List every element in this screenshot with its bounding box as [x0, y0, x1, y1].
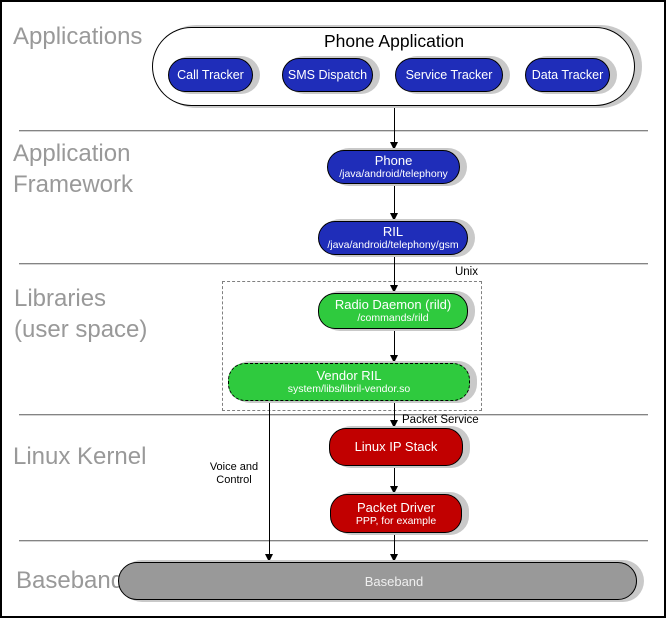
section-divider [19, 263, 648, 265]
node-linux-ip-stack: Linux IP Stack [329, 428, 463, 466]
arrowhead-down-icon [390, 420, 398, 428]
connector-line [394, 184, 395, 214]
node-phone-application-title: Phone Application [323, 31, 465, 51]
section-divider [19, 414, 648, 416]
section-divider [19, 540, 648, 542]
node-sublabel: system/libs/libril-vendor.so [287, 383, 411, 395]
node-phone: Phone /java/android/telephony [327, 150, 460, 184]
node-packet-driver: Packet Driver PPP, for example [330, 494, 462, 533]
node-data-tracker: Data Tracker [525, 58, 610, 92]
connector-line-packet-service [394, 401, 395, 421]
node-radio-daemon-rild: Radio Daemon (rild) /commands/rild [318, 293, 468, 329]
section-divider [19, 130, 648, 132]
section-label-applications: Applications [13, 23, 143, 50]
section-label-line: Framework [13, 171, 134, 198]
section-label-line: Libraries [14, 285, 107, 312]
arrowhead-down-icon [265, 554, 273, 562]
section-label-line: (user space) [14, 316, 148, 343]
section-label-application-framework: Application Framework [13, 138, 133, 200]
node-sublabel: /commands/rild [357, 312, 429, 324]
section-label-line: Application [13, 140, 131, 167]
edge-label-packet-service: Packet Service [402, 414, 479, 426]
node-label: SMS Dispatch [287, 68, 368, 82]
node-ril: RIL /java/android/telephony/gsm [318, 221, 468, 255]
node-service-tracker: Service Tracker [395, 58, 503, 92]
arrowhead-down-icon [390, 554, 398, 562]
node-label: RIL [382, 224, 404, 239]
edge-label-line: Voice and [209, 461, 259, 473]
node-sublabel: /java/android/telephony [339, 168, 448, 180]
edge-label-voice-and-control: Voice and Control [203, 461, 265, 487]
node-label: Packet Driver [356, 499, 436, 515]
node-vendor-ril: Vendor RIL system/libs/libril-vendor.so [228, 363, 470, 401]
arrowhead-down-icon [390, 213, 398, 221]
arrowhead-down-icon [390, 142, 398, 150]
arrowhead-down-icon [390, 355, 398, 363]
node-sublabel: /java/android/telephony/gsm [327, 239, 459, 251]
node-label: Call Tracker [177, 68, 244, 82]
connector-line [394, 466, 395, 487]
node-baseband: Baseband [118, 562, 637, 600]
connector-line [394, 533, 395, 555]
unix-boundary-label: Unix [454, 266, 478, 278]
node-label: Data Tracker [531, 68, 604, 82]
arrowhead-down-icon [390, 486, 398, 494]
section-label-baseband: Baseband [16, 567, 125, 594]
edge-label-line: Control [216, 474, 252, 486]
connector-line [394, 329, 395, 356]
section-label-linux-kernel: Linux Kernel [13, 443, 147, 470]
connector-line-voice-control [269, 401, 270, 555]
node-label: Vendor RIL [316, 368, 382, 383]
node-label: Linux IP Stack [354, 439, 438, 454]
node-sms-dispatch: SMS Dispatch [282, 58, 373, 92]
node-label: Baseband [364, 574, 424, 589]
section-label-libraries: Libraries (user space) [14, 283, 147, 345]
node-label: Radio Daemon (rild) [334, 297, 452, 312]
unix-boundary-box [222, 281, 482, 411]
node-label: Service Tracker [405, 68, 493, 82]
connector-line [394, 255, 395, 286]
node-call-tracker: Call Tracker [168, 58, 253, 92]
node-sublabel: PPP, for example [355, 514, 437, 527]
connector-line [394, 106, 395, 143]
arrowhead-down-icon [390, 285, 398, 293]
node-label: Phone [374, 153, 413, 168]
